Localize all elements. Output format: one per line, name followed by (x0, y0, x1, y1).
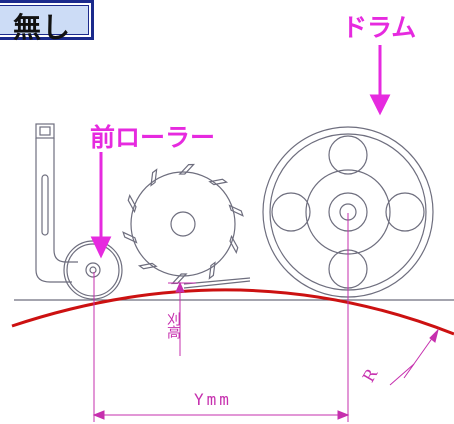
front-roller-label: 前ローラー (90, 123, 216, 152)
front-roller-bracket (35, 123, 78, 283)
reel-tooth (127, 193, 137, 214)
reel-blade (122, 163, 244, 285)
reel-tooth (137, 262, 158, 270)
title-box: 無し (0, 0, 94, 44)
reel-tooth (208, 178, 229, 186)
drum-label: ドラム (342, 13, 417, 42)
reel-tooth (122, 231, 138, 244)
reel-tooth (178, 163, 196, 175)
ground-curve (11, 288, 454, 336)
title-text: 無し (13, 11, 72, 44)
cut-height-label: 刈高 (165, 312, 181, 338)
reel-tooth (229, 234, 239, 255)
reel-tooth (208, 261, 216, 280)
reel-tooth (228, 204, 244, 217)
reel-tooth (150, 168, 158, 187)
radius-leader (389, 363, 415, 386)
front-roller (63, 240, 123, 300)
y-distance-label: Ymm (194, 390, 232, 409)
